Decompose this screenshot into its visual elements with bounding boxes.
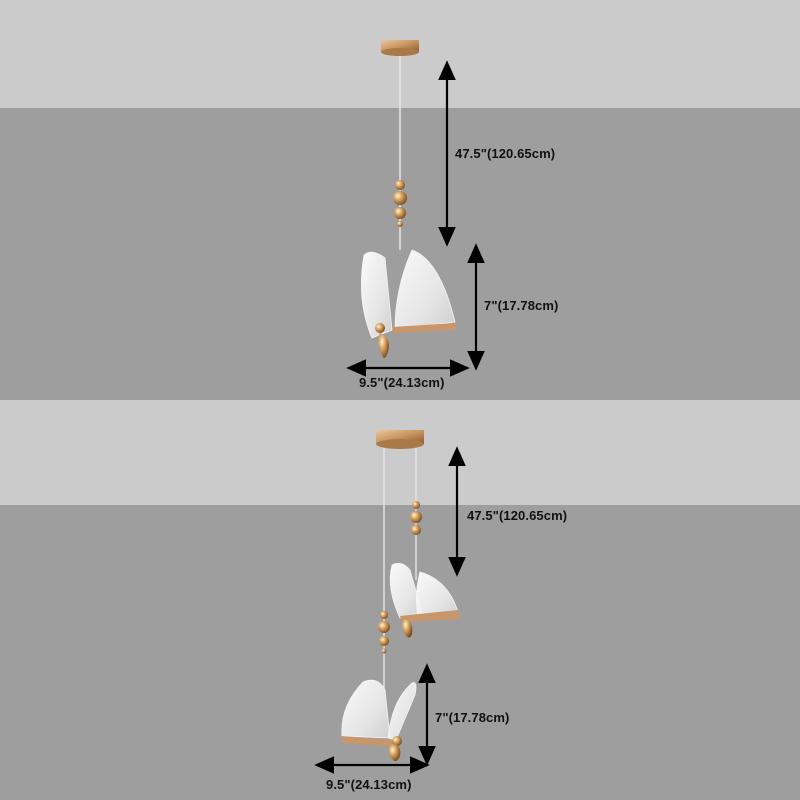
double-pendant-lamp (341, 430, 460, 761)
single-cord-length-label: 47.5"(120.65cm) (455, 146, 556, 161)
double-cord-length-label: 47.5"(120.65cm) (467, 508, 568, 523)
double-pendant-dimension-arrows (314, 446, 466, 774)
double-width-label: 9.5"(24.13cm) (326, 777, 412, 792)
single-height-label: 7"(17.78cm) (484, 298, 559, 313)
bottom-panel-ceiling-band (0, 400, 800, 505)
single-pendant-lamp (360, 40, 456, 358)
single-width-label: 9.5"(24.13cm) (359, 375, 445, 390)
single-pendant-dimension-arrows (346, 60, 485, 377)
double-height-label: 7"(17.78cm) (435, 710, 510, 725)
